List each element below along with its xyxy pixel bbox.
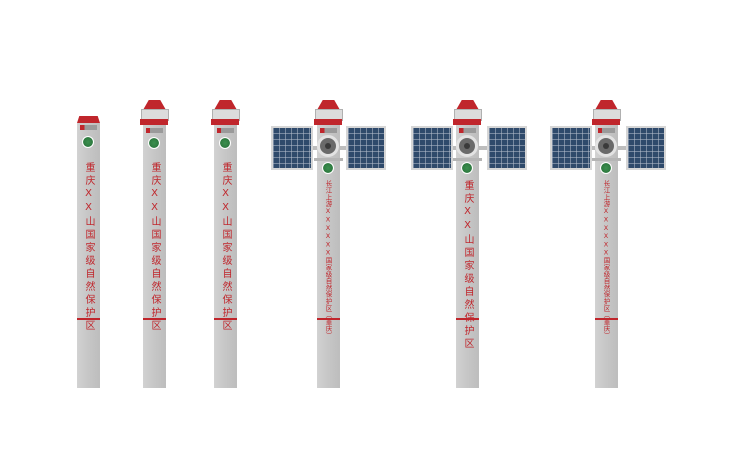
post-2-emblem <box>148 137 160 149</box>
post-4-divider <box>317 318 340 320</box>
post-1-pole <box>77 123 100 388</box>
post-5-collar <box>453 158 482 161</box>
post-2-pole <box>143 125 166 388</box>
post-5-cap-roof <box>456 100 479 110</box>
post-5-divider <box>456 318 479 320</box>
post-6-emblem <box>600 162 612 174</box>
post-6-pole <box>595 125 618 388</box>
post-1-top-cap <box>77 116 100 123</box>
post-3-pole <box>214 125 237 388</box>
post-4-logo <box>320 128 337 133</box>
post-5-label: 重庆XX山国家级自然保护区 <box>462 180 473 351</box>
post-4-solar-panel-left <box>271 126 313 170</box>
post-3-cap-roof <box>214 100 237 110</box>
post-3-emblem <box>219 137 231 149</box>
post-6-solar-panel-right <box>626 126 666 170</box>
post-4-collar <box>314 158 343 161</box>
post-2-cap-roof <box>143 100 166 110</box>
post-4-cap-roof <box>317 100 340 110</box>
post-6-logo <box>598 128 615 133</box>
post-4-emblem <box>322 162 334 174</box>
post-3-cap-band <box>211 119 239 125</box>
post-6-divider <box>595 318 618 320</box>
post-2-label: 重庆XX山国家级自然保护区 <box>149 162 160 333</box>
post-5-solar-panel-right <box>487 126 527 170</box>
post-5-solar-panel-left <box>411 126 453 170</box>
post-6-cap-roof <box>595 100 618 110</box>
post-2-logo <box>146 128 163 133</box>
post-4-speaker-icon <box>317 135 339 157</box>
post-5-pole <box>456 125 479 388</box>
post-6-speaker-icon <box>595 135 617 157</box>
post-6-solar-panel-left <box>550 126 592 170</box>
post-5-emblem <box>461 162 473 174</box>
post-6-label: 长江上游XXXXXX国家级自然保护区（重庆） <box>602 180 610 339</box>
post-3-divider <box>214 318 237 320</box>
post-3-label: 重庆XX山国家级自然保护区 <box>220 162 231 333</box>
post-4-label: 长江上游XXXXXX国家级自然保护区（重庆） <box>324 180 332 339</box>
post-1-label: 重庆XX山国家级自然保护区 <box>83 162 94 333</box>
post-5-speaker-icon <box>456 135 478 157</box>
post-1-logo <box>80 125 97 130</box>
post-6-cap-band <box>592 119 620 125</box>
post-2-divider <box>143 318 166 320</box>
post-5-logo <box>459 128 476 133</box>
post-4-solar-panel-right <box>346 126 386 170</box>
post-6-collar <box>592 158 621 161</box>
post-1-divider <box>77 318 100 320</box>
post-3-logo <box>217 128 234 133</box>
post-5-cap-band <box>453 119 481 125</box>
post-1-emblem <box>82 136 94 148</box>
post-2-cap-band <box>140 119 168 125</box>
post-4-pole <box>317 125 340 388</box>
post-4-cap-band <box>314 119 342 125</box>
